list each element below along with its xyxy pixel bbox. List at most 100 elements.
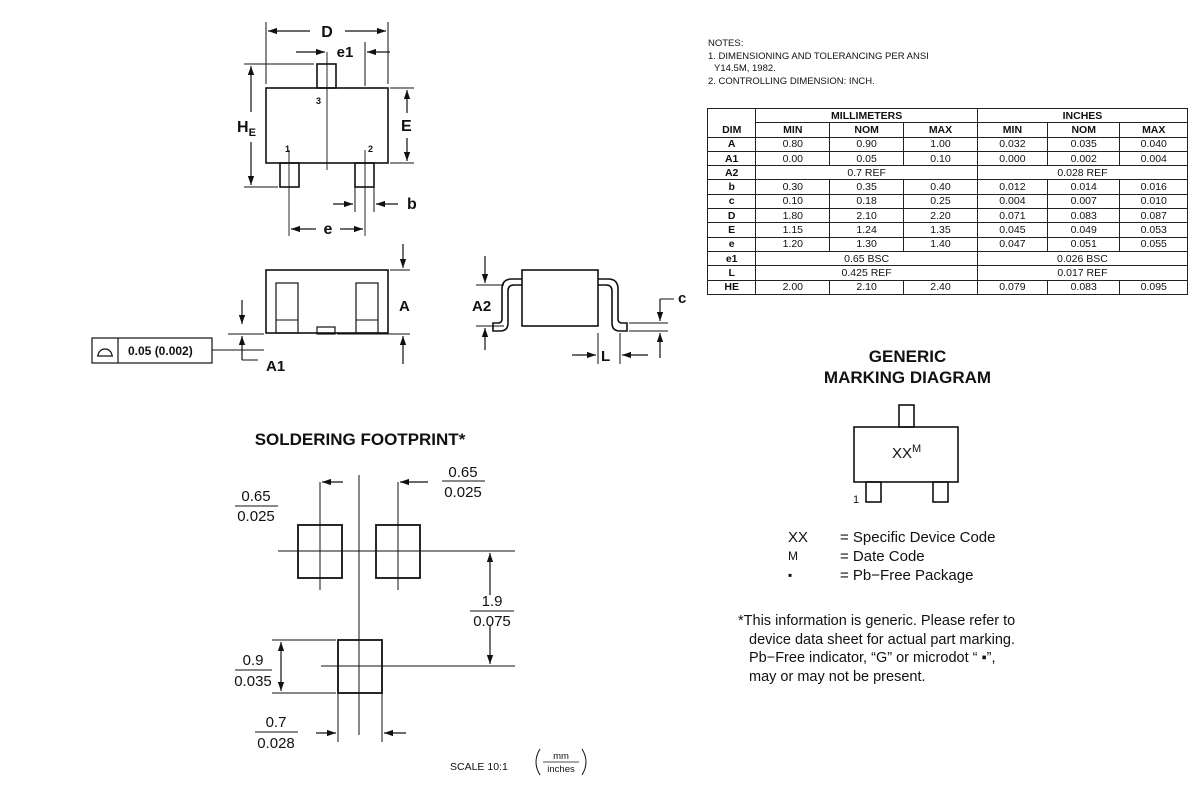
- marking-pin-1: [865, 481, 882, 503]
- footnote-line: may or may not be present.: [749, 668, 926, 685]
- table-cell: 0.10: [755, 193, 831, 210]
- table-row: A1 0.00 0.05 0.10 0.000 0.002 0.004: [706, 150, 1188, 167]
- package-front-view: [228, 244, 410, 364]
- legend-symbol: XX: [788, 529, 809, 546]
- gull-wing-lead-left: [492, 278, 522, 332]
- table-cell: 0.045: [976, 222, 1048, 238]
- table-cell: 1.15: [755, 222, 831, 238]
- dim-label-A2: A2: [472, 298, 491, 315]
- legend-description: = Pb−Free Package: [840, 567, 974, 584]
- table-cell-dim: A: [706, 136, 757, 152]
- table-col-header: MIN: [976, 122, 1048, 138]
- package-body-side: [521, 269, 599, 327]
- package-top-view-labels: D e1 HE E b e 3 1 2: [237, 24, 417, 238]
- footprint-dim-pad3-width-in: 0.028: [257, 735, 295, 752]
- dim-label-L: L: [601, 348, 610, 365]
- table-row: A2 0.7 REF 0.028 REF: [706, 165, 1189, 181]
- table-cell-dim: A1: [706, 150, 757, 167]
- footnote-line: *This information is generic. Please ref…: [738, 613, 1016, 629]
- table-cell: 0.002: [1046, 150, 1121, 167]
- table-cell-dim: c: [706, 193, 757, 210]
- table-row: e1 0.65 BSC 0.026 BSC: [706, 250, 1189, 267]
- table-cell: 1.35: [903, 222, 978, 238]
- table-cell: 1.00: [903, 136, 978, 152]
- table-cell: 0.083: [1046, 208, 1121, 224]
- marking-diagram-labels: XXM 1: [853, 443, 921, 506]
- dim-label-HE: HE: [237, 119, 256, 139]
- table-cell: 0.028 REF: [976, 165, 1189, 181]
- footprint-dim-pad-width-in: 0.025: [237, 508, 275, 525]
- footnote-line: device data sheet for actual part markin…: [749, 631, 1015, 648]
- table-cell: 0.004: [976, 193, 1048, 210]
- table-cell: 2.10: [829, 279, 905, 295]
- table-cell: 0.032: [976, 136, 1048, 152]
- scale-unit-inches: inches: [547, 764, 575, 775]
- table-cell: 0.25: [903, 193, 978, 210]
- marking-pin-3: [898, 404, 915, 428]
- soldering-footprint: [235, 475, 515, 742]
- note-item: Y14.5M, 1982.: [714, 63, 776, 75]
- table-cell: 1.40: [903, 236, 978, 252]
- marking-title-line-2: MARKING DIAGRAM: [823, 368, 992, 387]
- notes-block: NOTES: 1. DIMENSIONING AND TOLERANCING P…: [708, 38, 929, 88]
- note-item: 2. CONTROLLING DIMENSION: INCH.: [708, 75, 875, 87]
- scale-units: mm inches: [535, 748, 587, 776]
- marking-title-line-1: GENERIC: [868, 347, 947, 366]
- front-lead-right: [355, 282, 379, 334]
- table-col-header: MAX: [903, 122, 978, 138]
- front-lead-left: [275, 282, 299, 334]
- table-cell: 0.012: [976, 179, 1048, 195]
- table-cell: 0.055: [1119, 236, 1188, 252]
- table-cell: 0.040: [1119, 136, 1188, 152]
- marking-pin-2: [932, 481, 949, 503]
- flatness-icon: [97, 348, 113, 357]
- table-cell: 0.049: [1046, 222, 1121, 238]
- marking-footnote: *This information is generic. Please ref…: [738, 612, 1098, 686]
- table-cell-dim: HE: [706, 279, 757, 295]
- table-cell-dim: A2: [706, 165, 757, 181]
- scale-unit-mm: mm: [553, 751, 569, 762]
- table-cell: 1.20: [755, 236, 831, 252]
- footnote-line: Pb−Free indicator, “G” or microdot “ ▪”,: [749, 650, 996, 666]
- flatness-control-frame: 0.05 (0.002): [91, 337, 264, 364]
- table-cell: 0.051: [1046, 236, 1121, 252]
- table-cell: 0.010: [1119, 193, 1188, 210]
- dim-label-A1: A1: [266, 358, 285, 375]
- legend-description: = Specific Device Code: [840, 529, 996, 546]
- dim-label-c: c: [678, 290, 686, 307]
- table-cell: 1.80: [755, 208, 831, 224]
- table-cell: 0.00: [755, 150, 831, 167]
- table-cell: 0.10: [903, 150, 978, 167]
- pin-1-lead: [279, 162, 300, 188]
- table-group-header-row: MILLIMETERS INCHES: [706, 107, 1189, 124]
- marking-diagram: [853, 404, 959, 503]
- dim-label-b: b: [407, 196, 417, 213]
- table-cell: 0.7 REF: [755, 165, 978, 181]
- table-group-mm: MILLIMETERS: [755, 107, 978, 124]
- footprint-title: SOLDERING FOOTPRINT*: [255, 430, 466, 449]
- table-row: E 1.15 1.24 1.35 0.045 0.049 0.053: [706, 222, 1188, 238]
- table-cell: 0.071: [976, 208, 1048, 224]
- package-side-view-labels: A2 c L: [472, 290, 686, 365]
- table-cell: 0.65 BSC: [755, 250, 978, 267]
- table-cell: 2.20: [903, 208, 978, 224]
- table-cell: 0.079: [976, 279, 1048, 295]
- dimensions-table: MILLIMETERS INCHES DIM MIN NOM MAX MIN N…: [706, 107, 1189, 295]
- table-row: D 1.80 2.10 2.20 0.071 0.083 0.087: [706, 208, 1188, 224]
- pin-3-lead: [316, 63, 337, 89]
- table-cell-dim: D: [706, 208, 757, 224]
- package-top-view: [244, 22, 414, 236]
- table-cell-dim: L: [706, 265, 757, 281]
- table-row: e 1.20 1.30 1.40 0.047 0.051 0.055: [706, 236, 1188, 252]
- table-corner-cell: [706, 107, 757, 123]
- table-cell: 0.30: [755, 179, 831, 195]
- table-col-header: MIN: [755, 122, 831, 138]
- table-cell: 0.035: [1046, 136, 1121, 152]
- table-cell-dim: E: [706, 222, 757, 238]
- footprint-dim-row-spacing-mm: 1.9: [482, 593, 503, 610]
- table-cell: 0.35: [829, 179, 905, 195]
- table-row: b 0.30 0.35 0.40 0.012 0.014 0.016: [706, 179, 1188, 195]
- footprint-dim-pitch-in: 0.025: [444, 484, 482, 501]
- table-cell: 2.10: [829, 208, 905, 224]
